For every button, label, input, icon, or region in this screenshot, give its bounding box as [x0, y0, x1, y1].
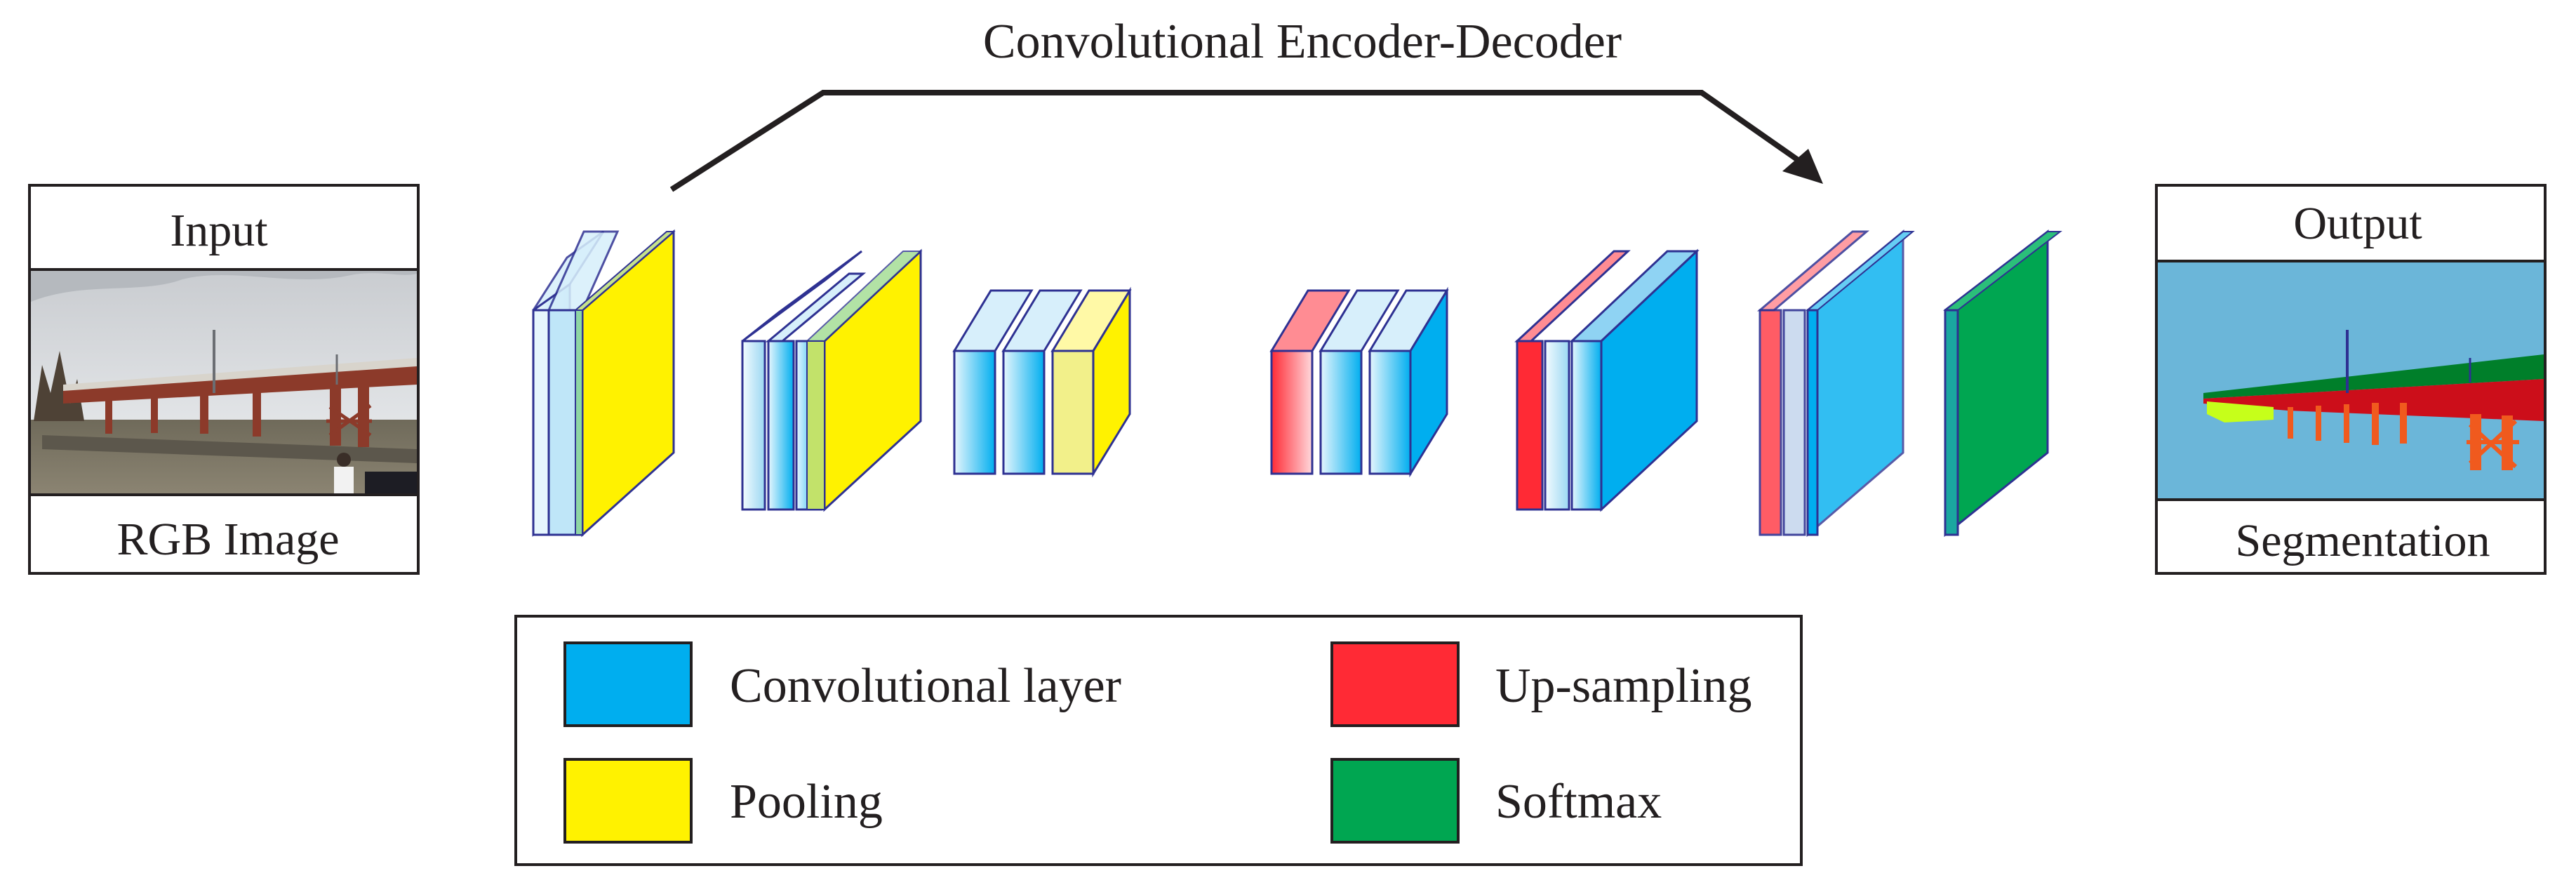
- output-caption: Segmentation: [2236, 515, 2490, 566]
- softmax-block: [1943, 229, 2062, 538]
- encoder-block-1: [532, 229, 676, 538]
- legend-item-up-sampling: Up-sampling: [1330, 641, 1752, 727]
- decoder-block-1: [1269, 286, 1449, 478]
- decoder-block-2: [1514, 248, 1700, 512]
- conv-layer: [1544, 340, 1570, 511]
- legend-swatch-pool: [563, 758, 693, 844]
- legend-label: Convolutional layer: [730, 659, 1121, 713]
- input-panel: Input RGB Image: [28, 184, 420, 575]
- legend-label: Up-sampling: [1495, 659, 1752, 713]
- skip-arrow: [669, 90, 1823, 192]
- encoder-block-2: [741, 248, 923, 512]
- legend-label: Pooling: [730, 775, 883, 829]
- legend-swatch-upsample: [1330, 641, 1460, 727]
- rgb-image: [31, 271, 417, 493]
- conv-layer: [1782, 309, 1806, 536]
- conv-layer: [952, 289, 1034, 475]
- encoder-block-3: [952, 286, 1132, 478]
- legend-label: Softmax: [1495, 775, 1662, 829]
- output-panel: Output Segmentation: [2155, 184, 2547, 575]
- legend-swatch-softmax: [1330, 758, 1460, 844]
- decoder-block-3: [1756, 229, 1915, 538]
- legend-swatch-conv: [563, 641, 693, 727]
- legend-item-pooling: Pooling: [563, 758, 883, 844]
- pool-layer: [805, 248, 923, 512]
- input-header: Input: [170, 205, 267, 256]
- input-caption: RGB Image: [116, 514, 339, 565]
- pool-layer: [573, 229, 676, 538]
- diagram-title: Convolutional Encoder-Decoder: [983, 15, 1622, 69]
- conv-layer: [1806, 229, 1915, 538]
- pool-layer: [1050, 286, 1132, 478]
- conv-layer: [765, 272, 867, 511]
- conv-layer: [1368, 286, 1449, 478]
- conv-layer: [1001, 289, 1083, 475]
- conv-layer: [741, 250, 862, 511]
- network-layers: [532, 229, 2062, 538]
- conv-layer: [1569, 248, 1700, 512]
- output-header: Output: [2293, 198, 2422, 249]
- upsample-layer: [1269, 289, 1351, 475]
- conv-layer: [1319, 289, 1400, 475]
- upsample-layer: [1756, 230, 1870, 536]
- legend: Convolutional layer Pooling Up-sampling …: [514, 615, 1803, 866]
- legend-item-convolutional-layer: Convolutional layer: [563, 641, 1121, 727]
- segmentation-image: [2158, 262, 2544, 498]
- softmax-layer: [1943, 229, 2062, 538]
- upsample-layer: [1514, 250, 1631, 511]
- legend-item-softmax: Softmax: [1330, 758, 1662, 844]
